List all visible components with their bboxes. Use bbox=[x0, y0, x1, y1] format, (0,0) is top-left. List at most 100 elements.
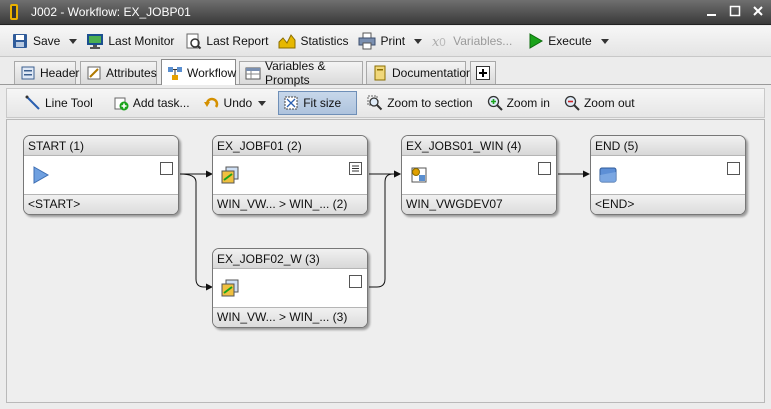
save-dropdown-arrow[interactable] bbox=[69, 38, 78, 44]
zoom-to-section-button[interactable]: Zoom to section bbox=[363, 91, 476, 115]
close-button[interactable] bbox=[751, 4, 765, 18]
statistics-label: Statistics bbox=[300, 34, 349, 48]
node-checkbox[interactable] bbox=[727, 162, 740, 175]
workflow-node-ex-jobf02-w[interactable]: EX_JOBF02_W (3) WIN_VW... > WIN_... (3) bbox=[212, 248, 368, 328]
print-label: Print bbox=[380, 34, 406, 48]
line-tool-label: Line Tool bbox=[45, 96, 93, 110]
node-footer: <START> bbox=[24, 194, 178, 214]
tab-attributes[interactable]: Attributes bbox=[80, 61, 157, 84]
workflow-icon bbox=[167, 65, 183, 81]
tab-add[interactable] bbox=[470, 61, 496, 84]
node-title: START (1) bbox=[24, 136, 178, 156]
tab-variables-prompts[interactable]: Variables & Prompts bbox=[239, 59, 363, 87]
workflow-canvas[interactable]: START (1) <START> EX_JOBF01 (2) WIN_VW..… bbox=[6, 119, 765, 403]
add-tab-icon bbox=[475, 65, 491, 81]
edge-start-to-jobf02 bbox=[179, 173, 213, 291]
node-menu-icon[interactable] bbox=[349, 162, 362, 175]
node-title: EX_JOBF02_W (3) bbox=[213, 249, 367, 269]
statistics-chart-icon bbox=[278, 32, 296, 50]
monitor-icon bbox=[86, 32, 104, 50]
fit-size-icon bbox=[283, 95, 299, 111]
workflow-edges bbox=[179, 170, 590, 291]
app-icon bbox=[5, 3, 23, 21]
line-tool-button[interactable]: Line Tool bbox=[21, 91, 97, 115]
tab-header[interactable]: Header bbox=[14, 61, 80, 84]
last-report-button[interactable]: Last Report bbox=[181, 28, 271, 54]
maximize-button[interactable] bbox=[728, 4, 742, 18]
node-footer: WIN_VW... > WIN_... (3) bbox=[213, 307, 367, 327]
undo-button[interactable]: Undo bbox=[200, 91, 273, 115]
node-title: EX_JOBS01_WIN (4) bbox=[402, 136, 556, 156]
print-button[interactable]: Print bbox=[355, 28, 408, 54]
execute-dropdown-arrow[interactable] bbox=[600, 38, 609, 44]
job-file-transfer-icon bbox=[221, 279, 239, 297]
fit-size-label: Fit size bbox=[303, 96, 342, 110]
workflow-node-ex-jobf01[interactable]: EX_JOBF01 (2) WIN_VW... > WIN_... (2) bbox=[212, 135, 368, 215]
node-title: END (5) bbox=[591, 136, 745, 156]
undo-label: Undo bbox=[223, 96, 253, 110]
workflow-node-ex-jobs01-win[interactable]: EX_JOBS01_WIN (4) WIN_VWGDEV07 bbox=[401, 135, 557, 215]
execute-button[interactable]: Execute bbox=[523, 28, 594, 54]
zoom-in-label: Zoom in bbox=[506, 96, 550, 110]
save-label: Save bbox=[33, 34, 61, 48]
tab-documentation[interactable]: Documentation bbox=[366, 61, 473, 84]
svg-text:x: x bbox=[432, 35, 440, 50]
floppy-disk-icon bbox=[11, 32, 29, 50]
zoom-in-icon bbox=[487, 95, 503, 111]
add-task-button[interactable]: Add task... bbox=[109, 91, 194, 115]
node-checkbox[interactable] bbox=[538, 162, 551, 175]
window-title: J002 - Workflow: EX_JOBP01 bbox=[31, 5, 191, 19]
job-file-transfer-icon bbox=[221, 166, 239, 184]
print-dropdown-arrow[interactable] bbox=[414, 38, 423, 44]
last-report-label: Last Report bbox=[206, 34, 269, 48]
tab-attributes-label: Attributes bbox=[106, 66, 157, 80]
tab-bar: Header Attributes Workflow Variables & P… bbox=[0, 58, 771, 87]
zoom-out-label: Zoom out bbox=[583, 96, 635, 110]
line-tool-icon bbox=[25, 95, 41, 111]
edge-jobf02-to-jobs01 bbox=[369, 170, 401, 288]
node-checkbox[interactable] bbox=[349, 275, 362, 288]
start-play-icon bbox=[32, 166, 50, 184]
statistics-button[interactable]: Statistics bbox=[275, 28, 351, 54]
attributes-icon bbox=[86, 65, 102, 81]
zoom-out-button[interactable]: Zoom out bbox=[560, 91, 639, 115]
workflow-node-end[interactable]: END (5) <END> bbox=[590, 135, 746, 215]
last-monitor-label: Last Monitor bbox=[108, 34, 175, 48]
workflow-node-start[interactable]: START (1) <START> bbox=[23, 135, 179, 215]
end-icon bbox=[599, 166, 617, 184]
tab-workflow-label: Workflow bbox=[187, 65, 237, 80]
node-title: EX_JOBF01 (2) bbox=[213, 136, 367, 156]
last-monitor-button[interactable]: Last Monitor bbox=[83, 28, 177, 54]
node-footer: WIN_VWGDEV07 bbox=[402, 194, 556, 214]
zoom-section-icon bbox=[367, 95, 383, 111]
node-checkbox[interactable] bbox=[160, 162, 173, 175]
execute-play-icon bbox=[526, 32, 544, 50]
tab-variables-prompts-label: Variables & Prompts bbox=[265, 59, 326, 87]
job-script-icon bbox=[410, 166, 428, 184]
save-button[interactable]: Save bbox=[8, 28, 63, 54]
variables-label: Variables... bbox=[453, 34, 513, 48]
main-toolbar: Save Last Monitor Last Report Statistics… bbox=[0, 26, 771, 57]
report-icon bbox=[184, 32, 202, 50]
tab-workflow[interactable]: Workflow bbox=[161, 59, 236, 85]
tab-documentation-label: Documentation bbox=[392, 66, 473, 80]
fit-size-button[interactable]: Fit size bbox=[278, 91, 358, 115]
documentation-book-icon bbox=[372, 65, 388, 81]
tab-header-label: Header bbox=[40, 66, 80, 80]
svg-text:0: 0 bbox=[439, 36, 446, 49]
undo-dropdown-arrow[interactable] bbox=[258, 100, 267, 106]
execute-label: Execute bbox=[548, 34, 592, 48]
node-footer: <END> bbox=[591, 194, 745, 214]
zoom-in-button[interactable]: Zoom in bbox=[483, 91, 554, 115]
zoom-out-icon bbox=[564, 95, 580, 111]
header-icon bbox=[20, 65, 36, 81]
zoom-to-section-label: Zoom to section bbox=[387, 96, 473, 110]
node-footer: WIN_VW... > WIN_... (2) bbox=[213, 194, 367, 214]
minimize-button[interactable] bbox=[705, 4, 719, 18]
workflow-toolbar: Line Tool Add task... Undo Fit size Zoom… bbox=[6, 88, 765, 118]
printer-icon bbox=[358, 32, 376, 50]
undo-arrow-icon bbox=[203, 95, 220, 111]
window-titlebar: J002 - Workflow: EX_JOBP01 bbox=[0, 0, 771, 25]
